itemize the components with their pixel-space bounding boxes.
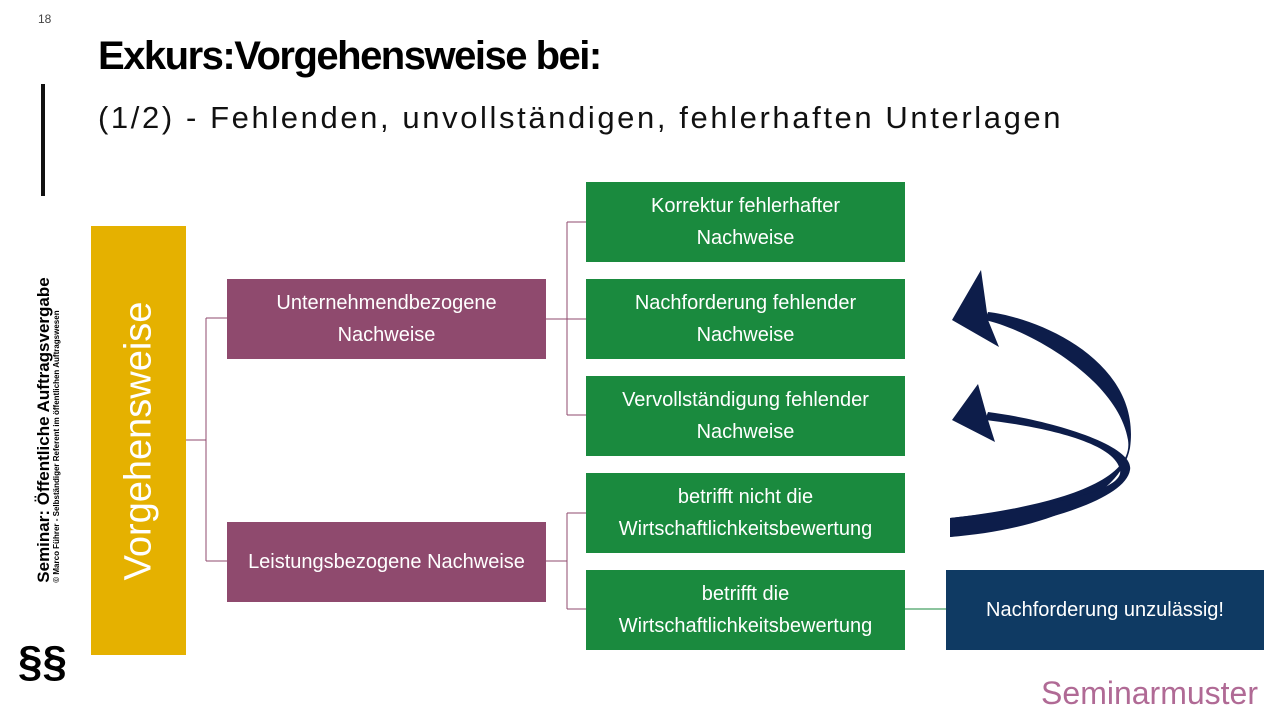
leaf-node-affecting-evaluation: betrifft die Wirtschaftlichkeitsbewertun…: [586, 570, 905, 650]
branch-node-performance-label: Leistungsbezogene Nachweise: [248, 551, 525, 573]
leaf-node-completion-line2: Nachweise: [696, 421, 795, 443]
brand-watermark: Seminarmuster: [1041, 675, 1258, 711]
leaf-node-correction-line1: Korrektur fehlerhafter: [651, 195, 840, 217]
leaf-node-not-affecting-line1: betrifft nicht die: [677, 486, 814, 508]
accent-bar: [41, 84, 45, 196]
branch-node-company-line2: Nachweise: [337, 324, 436, 346]
branch1-connector: [546, 221, 586, 416]
root-connector: [186, 317, 227, 562]
root-node: Vorgehensweise: [91, 226, 186, 655]
leaf-node-correction-line2: Nachweise: [696, 227, 795, 249]
slide-title: Exkurs:Vorgehensweise bei:: [98, 34, 602, 78]
branch-node-performance: Leistungsbezogene Nachweise: [227, 522, 546, 602]
result-node-not-permitted: Nachforderung unzulässig!: [946, 570, 1264, 650]
paragraph-symbol-icon: §§: [18, 637, 67, 686]
leaf-node-completion-line1: Vervollständigung fehlender: [622, 389, 869, 411]
leaf-node-request-missing: Nachforderung fehlender Nachweise: [586, 279, 905, 359]
leaf-node-completion: Vervollständigung fehlender Nachweise: [586, 376, 905, 456]
leaf-node-affecting-line1: betrifft die: [701, 583, 790, 605]
page-number: 18: [38, 12, 52, 26]
leaf-node-correction: Korrektur fehlerhafter Nachweise: [586, 182, 905, 262]
leaf-node-request-missing-line2: Nachweise: [696, 324, 795, 346]
leaf-node-not-affecting-line2: Wirtschaftlichkeitsbewertung: [618, 518, 873, 540]
branch2-connector: [546, 512, 586, 610]
branch-node-company: Unternehmendbezogene Nachweise: [227, 279, 546, 359]
branch-node-company-line1: Unternehmendbezogene: [276, 292, 497, 314]
leaf-node-affecting-line2: Wirtschaftlichkeitsbewertung: [618, 615, 873, 637]
leaf-node-not-affecting-evaluation: betrifft nicht die Wirtschaftlichkeitsbe…: [586, 473, 905, 553]
slide-subtitle: (1/2) - Fehlenden, unvollständigen, fehl…: [98, 100, 1064, 135]
leaf-node-request-missing-line1: Nachforderung fehlender: [634, 292, 857, 314]
result-node-label: Nachforderung unzulässig!: [986, 599, 1224, 621]
root-node-label: Vorgehensweise: [117, 301, 159, 580]
curved-arrow-icon: [950, 270, 1131, 537]
